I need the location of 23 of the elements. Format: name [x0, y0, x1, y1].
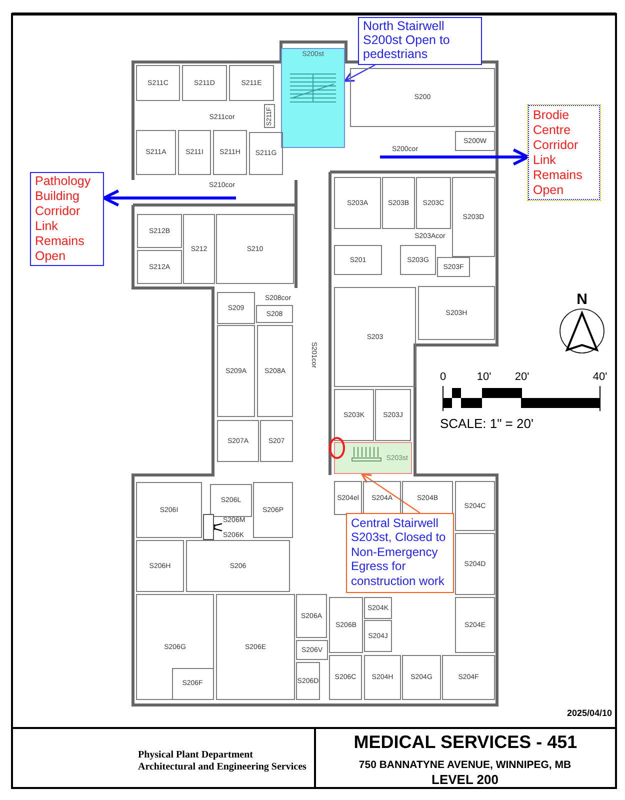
- scale-tick-label: 40': [592, 370, 608, 384]
- scale-tick-label: 10': [476, 370, 492, 384]
- department-name: Physical Plant Department: [138, 750, 253, 760]
- department-name: Architectural and Engineering Services: [138, 762, 306, 772]
- sheet-title: MEDICAL SERVICES - 451: [352, 733, 578, 753]
- leader-line: [361, 473, 420, 514]
- leader-line: [344, 64, 376, 82]
- level-label: LEVEL 200: [432, 772, 498, 788]
- north-label: N: [576, 292, 588, 308]
- leader-line: [212, 527, 222, 532]
- scale-tick-label: 0: [440, 370, 446, 384]
- callout-box: Central Stairwell S203st, Closed to Non-Emergency Egress for construction work: [346, 513, 454, 593]
- box: [203, 514, 214, 540]
- callout-box: Pathology Building Corridor Link Remains Open: [30, 172, 104, 266]
- arrow: [102, 189, 236, 207]
- callout-box: Brodie Centre Corridor Link Remains Open: [528, 105, 600, 200]
- callout-box: North Stairwell S200st Open to pedestrians: [358, 17, 482, 65]
- address-text: 750 BANNATYNE AVENUE, WINNIPEG, MB: [358, 760, 572, 772]
- date-label: 2025/04/10: [566, 709, 612, 719]
- arrow: [380, 148, 530, 166]
- scale-note: SCALE: 1" = 20': [440, 416, 534, 432]
- leader-line: [212, 523, 222, 528]
- scale-tick-label: 20': [514, 370, 530, 384]
